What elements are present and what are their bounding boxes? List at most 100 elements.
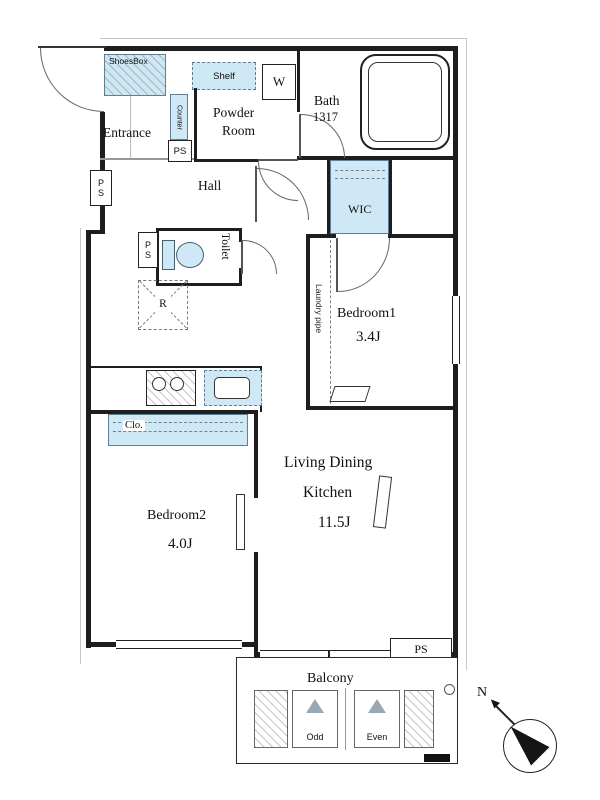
- balcony-even-box: Even: [354, 690, 400, 748]
- wall-bedroom2-right-b: [254, 552, 258, 646]
- wall-top: [104, 46, 458, 51]
- ps-entry-box: PS: [168, 140, 192, 162]
- hall-door-leaf: [255, 166, 257, 222]
- bedroom2-size-label: 4.0J: [168, 536, 193, 552]
- wall-left-jog: [86, 230, 105, 234]
- entrance-step-line: [100, 158, 194, 160]
- ldk-label-1: Living Dining: [284, 454, 373, 471]
- odd-label: Odd: [306, 731, 324, 742]
- hall-label: Hall: [198, 178, 222, 193]
- hall-door-arc: [257, 168, 309, 220]
- bedroom2-label: Bedroom2: [147, 508, 207, 523]
- site-line-left: [80, 228, 81, 664]
- stove-burner-2: [170, 377, 184, 391]
- bedroom1-door-leaf: [336, 238, 338, 292]
- wall-powder-left: [194, 88, 197, 162]
- wall-toilet-right-a: [239, 228, 242, 242]
- counter-label: Counter: [175, 104, 183, 130]
- window-bedroom1: [452, 296, 460, 364]
- ps-mid-p: P: [144, 240, 151, 250]
- powder-room-label-2: Room: [222, 123, 256, 138]
- toilet-label: Toilet: [219, 233, 232, 260]
- closet-line-2: [113, 431, 243, 432]
- compass-north-label: N: [477, 685, 488, 700]
- balcony-divider: [345, 688, 346, 750]
- wall-left-lower: [86, 230, 91, 648]
- toilet-tank: [162, 240, 175, 270]
- wall-toilet-top: [156, 228, 242, 231]
- even-label: Even: [366, 731, 388, 742]
- window-balcony-mullion: [328, 651, 330, 659]
- bedroom2-door-leaf: [236, 494, 245, 550]
- wic-hanger-line-2: [335, 178, 385, 179]
- wall-step: [254, 642, 258, 657]
- powder-door-leaf: [258, 159, 298, 161]
- even-marker-triangle-icon: [368, 699, 386, 713]
- balcony-drain: [444, 684, 455, 695]
- wall-closet-top: [90, 410, 258, 414]
- bedroom1-size-label: 3.4J: [356, 329, 381, 345]
- balcony-odd-box: Odd: [292, 690, 338, 748]
- ps-bottom-label: PS: [414, 641, 428, 656]
- shelf-label: Shelf: [213, 70, 235, 82]
- closet: Clo.: [108, 414, 248, 446]
- ps-left-p: P: [97, 178, 104, 188]
- ps-mid-s: S: [144, 250, 151, 260]
- laundry-pipe-line: [330, 240, 331, 404]
- ps-left-box: P S: [90, 170, 112, 206]
- window-bedroom2: [116, 640, 242, 649]
- ps-mid-box: P S: [138, 232, 158, 268]
- balcony-black-mark: [424, 754, 450, 762]
- refrigerator-label: R: [155, 296, 171, 313]
- wall-bedroom2-right-a: [254, 412, 258, 498]
- ps-entry-label: PS: [173, 145, 187, 157]
- bath-label: Bath: [314, 93, 340, 108]
- shelf: Shelf: [192, 62, 256, 90]
- bedroom1-door-arc: [338, 238, 390, 292]
- compass-needle-line: [495, 705, 516, 726]
- bath-size-label: 1317: [313, 110, 338, 124]
- balcony-panel-right: [404, 690, 434, 748]
- wic-label: WIC: [348, 202, 372, 216]
- refrigerator-space: [138, 280, 188, 330]
- wall-kitchen-counter-top: [90, 366, 262, 368]
- bath-door-leaf: [299, 114, 301, 158]
- bedroom1-label: Bedroom1: [337, 306, 397, 321]
- ldk-size-label: 11.5J: [318, 514, 351, 531]
- shoes-box-label: ShoesBox: [109, 56, 148, 66]
- closet-label: Clo.: [123, 420, 145, 432]
- wall-bath-left: [297, 46, 300, 112]
- bedroom1-shelf: [329, 386, 371, 402]
- wall-wic-left: [327, 158, 330, 236]
- washer-label: W: [272, 74, 286, 89]
- wall-bedroom1-top-a: [306, 234, 336, 238]
- compass: N: [474, 684, 574, 784]
- powder-room-label-1: Powder: [213, 105, 255, 120]
- wall-wic-right: [389, 158, 392, 236]
- wall-bedroom1-left: [306, 234, 310, 410]
- ldk-label-2: Kitchen: [303, 484, 353, 501]
- laundry-pipe-label: Laundry pipe: [313, 284, 324, 334]
- toilet-door-arc: [243, 240, 277, 274]
- entrance-door-leaf: [38, 46, 106, 48]
- closet-line-1: [113, 422, 243, 423]
- site-line-top: [100, 38, 466, 39]
- wic-hanger-line-1: [335, 170, 385, 171]
- wall-bedroom1-bottom: [306, 406, 458, 410]
- odd-marker-triangle-icon: [306, 699, 324, 713]
- wall-bedroom1-top-b: [388, 234, 458, 238]
- stove-burner-1: [152, 377, 166, 391]
- wall-powder-bottom: [194, 159, 258, 162]
- balcony-panel-left: [254, 690, 288, 748]
- counter-strip: Counter: [170, 94, 188, 140]
- sink-basin: [214, 377, 250, 399]
- wall-toilet-right-b: [239, 268, 242, 286]
- bathtub-inner: [368, 62, 442, 142]
- stove: [146, 370, 196, 406]
- entrance-door-arc: [40, 48, 104, 112]
- ps-left-s: S: [97, 188, 104, 198]
- toilet-door-leaf: [241, 240, 243, 274]
- washer-box: W: [262, 64, 296, 100]
- toilet-bowl: [176, 242, 204, 268]
